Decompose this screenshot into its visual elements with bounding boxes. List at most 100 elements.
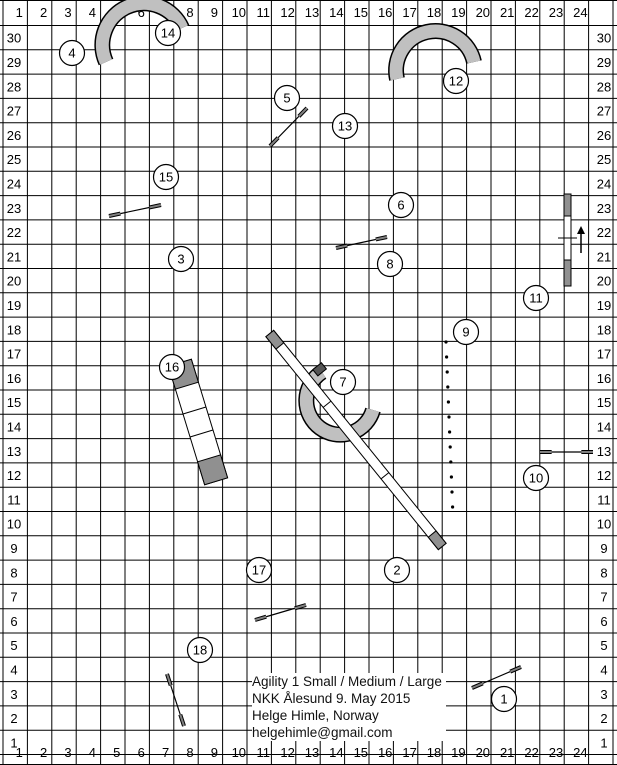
- jump-bar: [108, 203, 162, 218]
- column-label: 2: [40, 5, 47, 20]
- row-label: 24: [597, 176, 611, 191]
- row-label: 17: [597, 347, 611, 362]
- obstacle-number: 6: [397, 198, 404, 213]
- obstacle-number-marker: 9: [452, 318, 480, 346]
- column-label: 3: [64, 5, 71, 20]
- column-label: 21: [500, 745, 514, 760]
- row-label: 30: [7, 31, 21, 46]
- obstacle-number: 5: [283, 91, 290, 106]
- column-label: 19: [451, 5, 465, 20]
- obstacle-number-marker: 10: [522, 464, 550, 492]
- row-label: 22: [597, 225, 611, 240]
- obstacle-number-marker: 4: [58, 39, 86, 67]
- curved-tunnel-top-left: [94, 0, 190, 66]
- obstacle-number-marker: 2: [383, 556, 411, 584]
- column-label: 17: [402, 745, 416, 760]
- row-label: 25: [597, 152, 611, 167]
- row-label: 9: [10, 541, 17, 556]
- column-label: 19: [451, 745, 465, 760]
- obstacle-number-marker: 15: [152, 163, 180, 191]
- obstacle-number: 10: [529, 471, 543, 486]
- column-label: 1: [16, 745, 23, 760]
- row-label: 21: [597, 249, 611, 264]
- row-label: 7: [10, 590, 17, 605]
- row-label: 21: [7, 249, 21, 264]
- row-label: 8: [10, 565, 17, 580]
- row-label: 19: [7, 298, 21, 313]
- row-label: 3: [600, 687, 607, 702]
- jump-bar: [471, 665, 522, 690]
- row-label: 29: [7, 55, 21, 70]
- column-label: 23: [549, 745, 563, 760]
- obstacle-number: 13: [338, 119, 352, 134]
- row-label: 12: [597, 468, 611, 483]
- weave-pole: [445, 370, 449, 374]
- row-label: 4: [10, 662, 17, 677]
- row-label: 26: [597, 128, 611, 143]
- jump-bar: [254, 603, 307, 622]
- weave-pole: [451, 505, 455, 509]
- row-label: 5: [600, 638, 607, 653]
- obstacle-number: 2: [393, 563, 400, 578]
- row-label: 26: [7, 128, 21, 143]
- column-label: 24: [573, 5, 587, 20]
- column-label: 23: [549, 5, 563, 20]
- obstacle-number: 8: [386, 257, 393, 272]
- obstacle-number-marker: 7: [329, 368, 357, 396]
- row-label: 11: [7, 492, 21, 507]
- column-label: 10: [232, 745, 246, 760]
- obstacle-number-marker: 6: [387, 191, 415, 219]
- weave-pole: [445, 355, 449, 359]
- row-label: 8: [600, 565, 607, 580]
- column-label: 15: [354, 5, 368, 20]
- weave-pole: [446, 385, 450, 389]
- dog-walk: [265, 329, 447, 551]
- jump-bar: [268, 106, 309, 148]
- row-label: 14: [7, 419, 21, 434]
- column-label: 13: [305, 745, 319, 760]
- weave-pole: [447, 415, 451, 419]
- weave-pole: [449, 475, 453, 479]
- column-label: 1: [16, 5, 23, 20]
- column-label: 6: [138, 5, 145, 20]
- obstacle-number-marker: 18: [186, 636, 214, 664]
- obstacle-number: 4: [68, 46, 75, 61]
- row-label: 7: [600, 590, 607, 605]
- obstacle-number-marker: 5: [273, 84, 301, 112]
- row-label: 15: [7, 395, 21, 410]
- row-label: 28: [597, 79, 611, 94]
- column-label: 9: [211, 5, 218, 20]
- column-label: 2: [40, 745, 47, 760]
- obstacle-number-marker: 16: [158, 353, 186, 381]
- obstacle-number: 14: [161, 26, 175, 41]
- row-label: 22: [7, 225, 21, 240]
- row-label: 13: [597, 444, 611, 459]
- row-label: 20: [7, 274, 21, 289]
- weave-poles: [444, 340, 455, 509]
- obstacle-number: 11: [529, 291, 543, 306]
- row-label: 1: [10, 735, 17, 750]
- column-label: 14: [329, 5, 343, 20]
- column-label: 7: [162, 745, 169, 760]
- row-label: 10: [7, 517, 21, 532]
- row-label: 9: [600, 541, 607, 556]
- column-label: 12: [280, 5, 294, 20]
- column-label: 10: [232, 5, 246, 20]
- course-title: Agility 1 Small / Medium / Large: [252, 674, 442, 689]
- course-event: NKK Ålesund 9. May 2015: [252, 691, 411, 706]
- row-label: 6: [10, 614, 17, 629]
- row-label: 16: [7, 371, 21, 386]
- row-label: 24: [7, 176, 21, 191]
- course-author: Helge Himle, Norway: [252, 708, 379, 723]
- column-label: 5: [113, 745, 120, 760]
- row-label: 16: [597, 371, 611, 386]
- column-label: 16: [378, 745, 392, 760]
- row-label: 27: [597, 104, 611, 119]
- obstacle-number-marker: 8: [376, 250, 404, 278]
- obstacle-number: 1: [500, 692, 507, 707]
- row-label: 3: [10, 687, 17, 702]
- obstacle-number: 16: [165, 360, 179, 375]
- obstacle-number: 3: [177, 252, 184, 267]
- row-label: 5: [10, 638, 17, 653]
- column-label: 12: [280, 745, 294, 760]
